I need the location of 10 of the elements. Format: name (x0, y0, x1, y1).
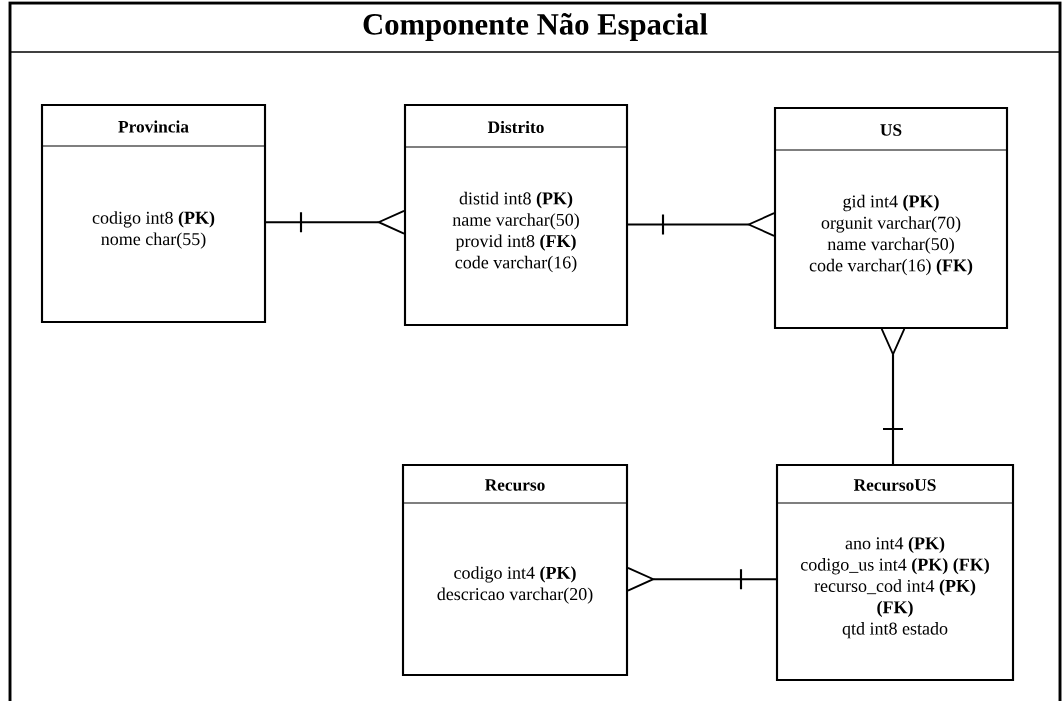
relationship-line (625, 212, 775, 237)
relationship-line (627, 566, 779, 592)
title: Componente Não Espacial (363, 13, 708, 41)
relationship-line (880, 328, 906, 467)
entity-box: Provincia codigo int8 (PK) nome char(55) (40, 103, 267, 324)
entity-box: RecursoUS ano int4 (PK) codigo_us int4 (PK) (FK) recurso_cod int4 (PK) (FK) qtd int8 estado (775, 463, 1015, 682)
entity-box: Recurso codigo int4 (PK) descricao varchar(20) (401, 463, 629, 677)
relationship-line (263, 209, 405, 235)
entity-box: Distrito distid int8 (PK) name varchar(50) provid int8 (FK) code varchar(16) (403, 103, 629, 327)
entity-box: US gid int4 (PK) orgunit varchar(70) name varchar(50) code varchar(16) (FK) (773, 106, 1009, 330)
